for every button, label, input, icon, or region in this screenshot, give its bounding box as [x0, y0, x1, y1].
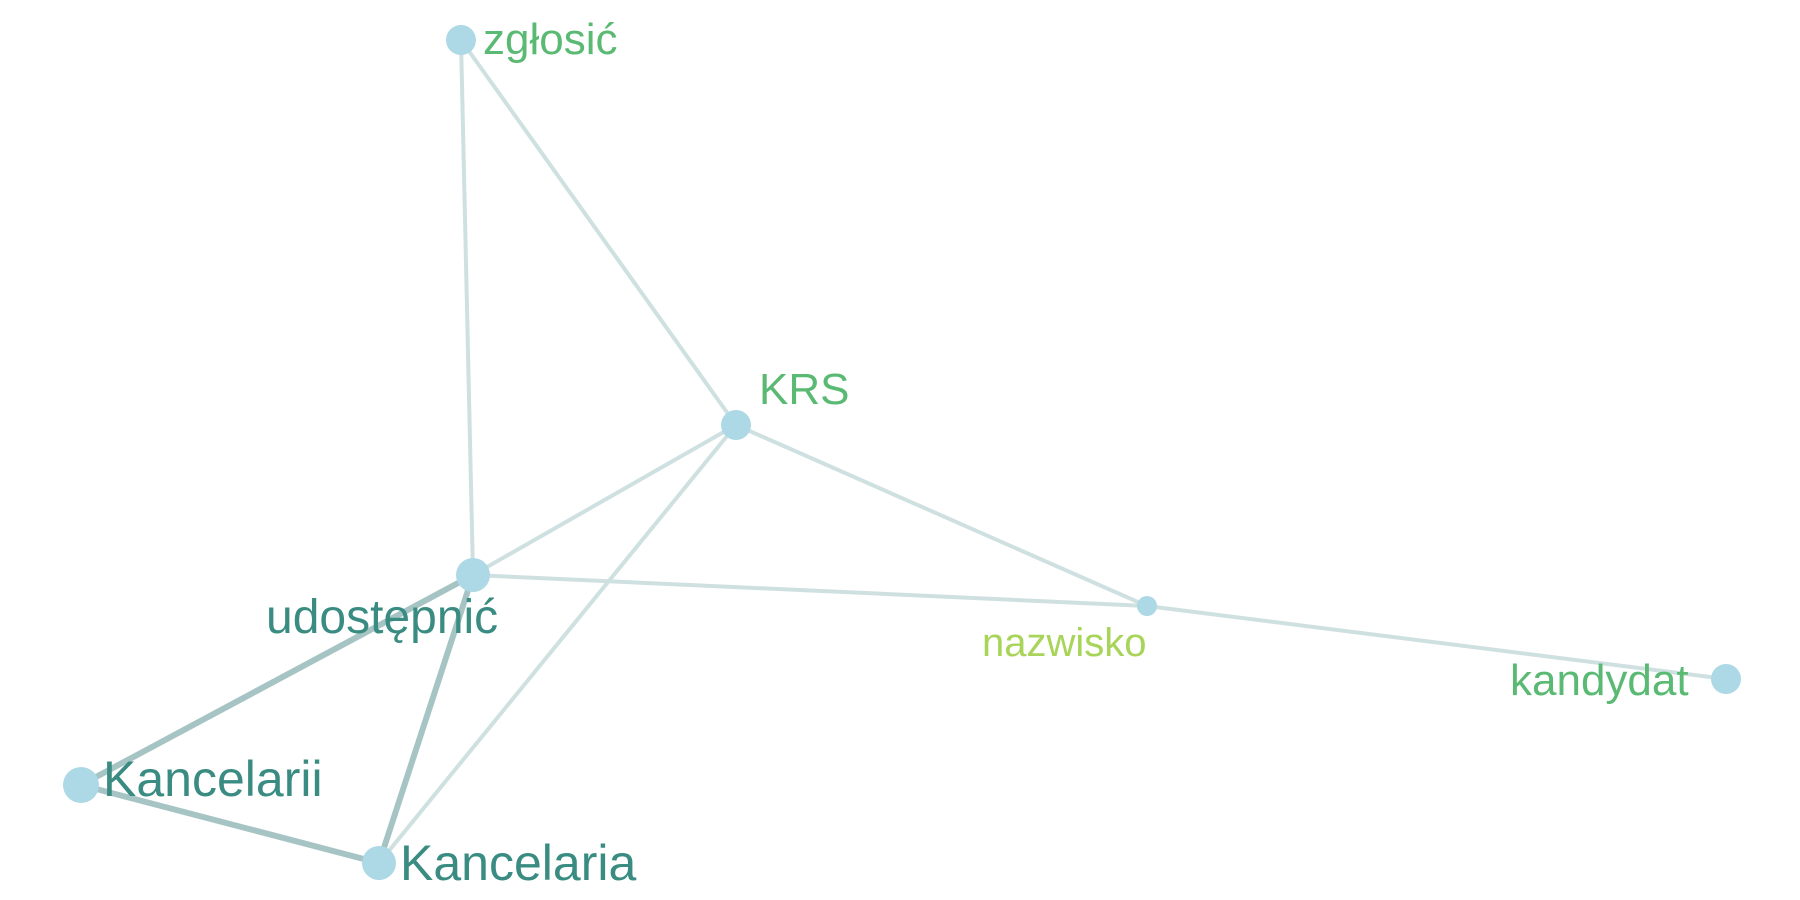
node-kandydat — [1711, 664, 1741, 694]
node-label-krs: KRS — [759, 365, 849, 414]
nodes-layer — [63, 25, 1741, 880]
node-kancelaria — [362, 846, 396, 880]
edge-nazwisko-kandydat — [1145, 604, 1728, 681]
edge-zglosic-udostepnic — [459, 38, 475, 577]
node-label-kandydat: kandydat — [1510, 656, 1689, 705]
edge-kancelarii-kancelaria — [78, 782, 382, 866]
node-label-kancelaria: Kancelaria — [400, 835, 636, 891]
node-label-zglosic: zgłosić — [483, 15, 618, 64]
edge-krs-udostepnic — [471, 423, 738, 577]
node-nazwisko — [1137, 596, 1157, 616]
edge-udostepnic-kancelarii — [78, 572, 476, 788]
edge-krs-kancelaria — [377, 423, 738, 865]
node-label-udostepnic: udostępnić — [266, 591, 498, 644]
node-label-kancelarii: Kancelarii — [103, 751, 323, 807]
node-zglosic — [446, 25, 476, 55]
edge-udostepnic-kancelaria — [376, 572, 476, 866]
node-label-nazwisko: nazwisko — [982, 621, 1147, 665]
node-krs — [721, 410, 751, 440]
node-kancelarii — [63, 767, 99, 803]
edge-udostepnic-nazwisko — [471, 573, 1149, 608]
edges-layer — [78, 38, 1728, 866]
edge-krs-nazwisko — [734, 423, 1149, 608]
edge-zglosic-krs — [459, 38, 738, 427]
node-udostepnic — [456, 558, 490, 592]
